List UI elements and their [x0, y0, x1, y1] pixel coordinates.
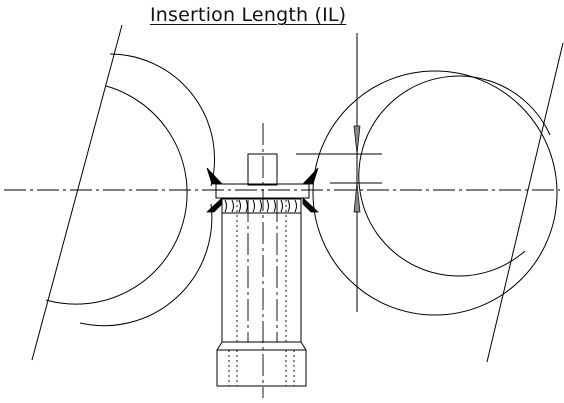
right-pipe-outer-circle	[312, 70, 558, 316]
dimension-arrow-up	[353, 182, 361, 213]
welds	[205, 167, 320, 213]
insertion-length-dimension	[296, 33, 382, 312]
thermowell-hex	[216, 341, 307, 387]
left-pipe-outer-arc-bottom	[79, 203, 213, 327]
left-pipe-inner-arc	[45, 85, 188, 305]
left-pipe-outer-arc-top	[109, 53, 216, 187]
weld-right-top	[302, 167, 319, 185]
right-pipe-outer-wall-line	[486, 42, 564, 363]
dimension-arrow-down	[353, 125, 361, 155]
weld-left-bottom	[205, 197, 223, 213]
thermowell-boss	[215, 183, 310, 199]
thermowell	[215, 153, 310, 387]
right-pipe-inner-arc	[358, 75, 551, 277]
right-pipe	[312, 42, 564, 363]
thread-marks	[222, 198, 301, 214]
left-pipe	[31, 24, 216, 361]
thermowell-tip	[247, 153, 278, 186]
insertion-length-label: Insertion Length (IL)	[150, 4, 347, 26]
weld-left-top	[206, 167, 223, 185]
left-pipe-outer-wall-line	[31, 24, 123, 361]
weld-right-bottom	[302, 197, 320, 213]
